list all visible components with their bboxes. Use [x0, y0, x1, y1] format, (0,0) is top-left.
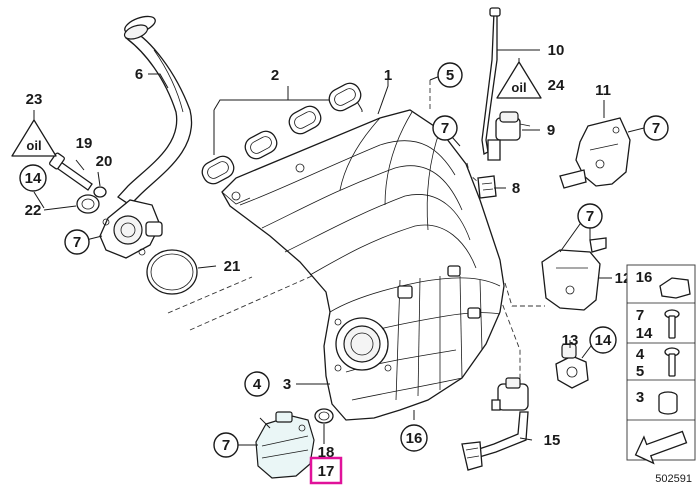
callout-22: 22 — [25, 202, 42, 219]
clip-8 — [477, 175, 497, 199]
svg-text:18: 18 — [318, 444, 335, 461]
svg-text:11: 11 — [595, 82, 611, 99]
svg-text:14: 14 — [25, 170, 42, 187]
panel-row-3: 3 — [636, 389, 678, 415]
bracket-12 — [541, 237, 607, 311]
svg-text:17: 17 — [318, 463, 335, 480]
svg-text:2: 2 — [271, 67, 279, 84]
svg-text:14: 14 — [636, 325, 653, 342]
gasket-bracket — [213, 86, 363, 155]
svg-text:1: 1 — [384, 67, 392, 84]
callout-6: 6 — [135, 66, 143, 83]
svg-text:7: 7 — [636, 307, 644, 324]
valve-9 — [487, 111, 531, 161]
svg-text:7: 7 — [652, 120, 660, 137]
svg-text:6: 6 — [135, 66, 143, 83]
callout-16: 16 — [400, 424, 428, 452]
callout-24: 24 — [548, 77, 565, 94]
callout-14-right: 14 — [589, 326, 617, 354]
svg-text:7: 7 — [222, 437, 230, 454]
callout-7-top: 7 — [432, 115, 458, 141]
seal-18 — [314, 408, 334, 424]
svg-text:3: 3 — [283, 376, 291, 393]
callout-5: 5 — [437, 62, 463, 88]
svg-text:15: 15 — [544, 432, 561, 449]
callout-14-left: 14 — [19, 164, 47, 192]
valve-housing — [99, 199, 163, 259]
svg-text:4: 4 — [636, 346, 645, 363]
svg-text:20: 20 — [96, 153, 113, 170]
svg-text:19: 19 — [76, 135, 93, 152]
callout-21: 21 — [224, 258, 241, 275]
svg-text:3: 3 — [636, 389, 644, 406]
o-ring-21 — [146, 249, 198, 295]
panel-arrow-icon — [634, 430, 688, 465]
callout-20: 20 — [96, 153, 113, 170]
panel-row-4-5: 4 5 — [636, 346, 680, 380]
callout-18: 18 — [318, 444, 335, 461]
callout-7-right: 7 — [643, 115, 669, 141]
sensor-13 — [555, 343, 589, 389]
svg-text:oil: oil — [511, 80, 526, 95]
warning-triangle-23: oil — [11, 119, 57, 157]
svg-text:22: 22 — [25, 202, 42, 219]
bracket-11 — [559, 117, 631, 189]
callout-8: 8 — [512, 180, 520, 197]
panel-row-16: 16 — [636, 269, 691, 299]
callout-7-left: 7 — [64, 229, 90, 255]
svg-text:5: 5 — [636, 363, 644, 380]
svg-text:24: 24 — [548, 77, 565, 94]
callout-7-actuator: 7 — [213, 432, 239, 458]
svg-text:16: 16 — [636, 269, 653, 286]
svg-text:9: 9 — [547, 122, 555, 139]
callout-23: 23 — [26, 91, 43, 108]
parts-panel: 16 7 14 4 5 3 — [626, 264, 696, 465]
svg-text:4: 4 — [253, 376, 262, 393]
actuator-17 — [255, 411, 315, 479]
bolt-19-and-seal-20 — [49, 152, 107, 214]
svg-text:21: 21 — [224, 258, 241, 275]
callout-2: 2 — [271, 67, 279, 84]
svg-text:16: 16 — [406, 430, 423, 447]
callout-1: 1 — [384, 67, 392, 84]
callout-9: 9 — [547, 122, 555, 139]
vent-hose — [117, 15, 193, 206]
callouts: 1 2 3 4 5 6 7 7 7 7 7 8 9 10 11 12 13 14… — [19, 42, 669, 485]
svg-text:23: 23 — [26, 91, 43, 108]
callout-19: 19 — [76, 135, 93, 152]
svg-text:8: 8 — [512, 180, 520, 197]
callout-11: 11 — [595, 82, 611, 99]
svg-text:14: 14 — [595, 332, 612, 349]
highlight-box — [309, 456, 343, 485]
panel-row-7-14: 7 14 — [636, 307, 680, 342]
intake-manifold — [221, 109, 505, 421]
callout-4: 4 — [244, 371, 270, 397]
svg-text:7: 7 — [586, 208, 594, 225]
callout-17-highlighted: 17 — [309, 456, 343, 485]
callout-13: 13 — [562, 332, 579, 349]
intake-gaskets — [201, 82, 362, 185]
valve-15 — [461, 377, 529, 471]
svg-text:7: 7 — [441, 120, 449, 137]
svg-text:5: 5 — [446, 67, 454, 84]
svg-text:10: 10 — [548, 42, 565, 59]
svg-text:13: 13 — [562, 332, 579, 349]
callout-15: 15 — [544, 432, 561, 449]
svg-text:7: 7 — [73, 234, 81, 251]
warning-triangle-24: oil — [496, 61, 542, 99]
callout-7-bracket: 7 — [577, 203, 603, 229]
document-number: 502591 — [655, 473, 692, 485]
callout-3: 3 — [283, 376, 291, 393]
callout-10: 10 — [548, 42, 565, 59]
svg-text:oil: oil — [26, 138, 41, 153]
